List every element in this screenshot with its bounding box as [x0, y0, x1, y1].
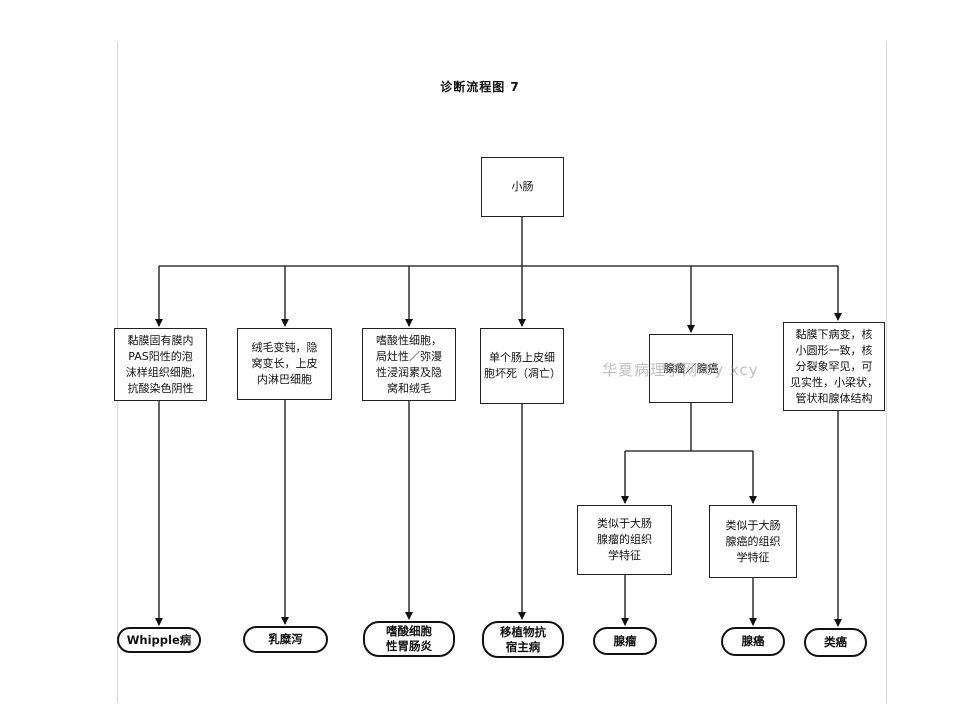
subbranch-node-like-colonic-adenoma: 类似于大肠 腺瘤的组织 学特征 — [577, 505, 672, 575]
diagram-title: 诊断流程图 7 — [440, 80, 520, 94]
branch-node-adenoma-adenocarcinoma: 腺瘤／腺癌 — [649, 334, 733, 403]
outcome-carcinoid: 类癌 — [804, 628, 867, 657]
branch-node-pas-foamy-histiocytes: 黏膜固有膜内 PAS阳性的泡 沫样组织细胞, 抗酸染色阴性 — [114, 328, 207, 401]
branch-node-single-cell-necrosis: 单个肠上皮细 胞坏死（凋亡） — [480, 328, 564, 404]
branch-node-blunted-villi: 绒毛变钝，隐 窝变长，上皮 内淋巴细胞 — [237, 328, 332, 400]
outcome-celiac-disease: 乳糜泻 — [243, 626, 328, 653]
subbranch-node-like-colonic-adenocarcinoma: 类似于大肠 腺癌的组织 学特征 — [709, 505, 797, 578]
watermark-text: 华夏病理学网 by xcy — [602, 361, 759, 379]
branch-node-eosinophilic-infiltration: 嗜酸性细胞， 局灶性／弥漫 性浸润累及隐 窝和绒毛 — [362, 328, 456, 401]
root-node-small-intestine: 小肠 — [481, 157, 564, 217]
outcome-graft-versus-host-disease: 移植物抗 宿主病 — [482, 621, 564, 658]
outcome-whipple-disease: Whipple病 — [117, 627, 201, 653]
branch-node-submucosal-lesion: 黏膜下病变，核 小圆形一致，核 分裂象罕见，可 见实性，小梁状， 管状和腺体结构 — [783, 322, 885, 411]
outcome-adenocarcinoma: 腺癌 — [721, 627, 785, 656]
outcome-adenoma: 腺瘤 — [593, 627, 657, 655]
outcome-eosinophilic-gastroenteritis: 嗜酸细胞 性胃肠炎 — [363, 621, 455, 657]
